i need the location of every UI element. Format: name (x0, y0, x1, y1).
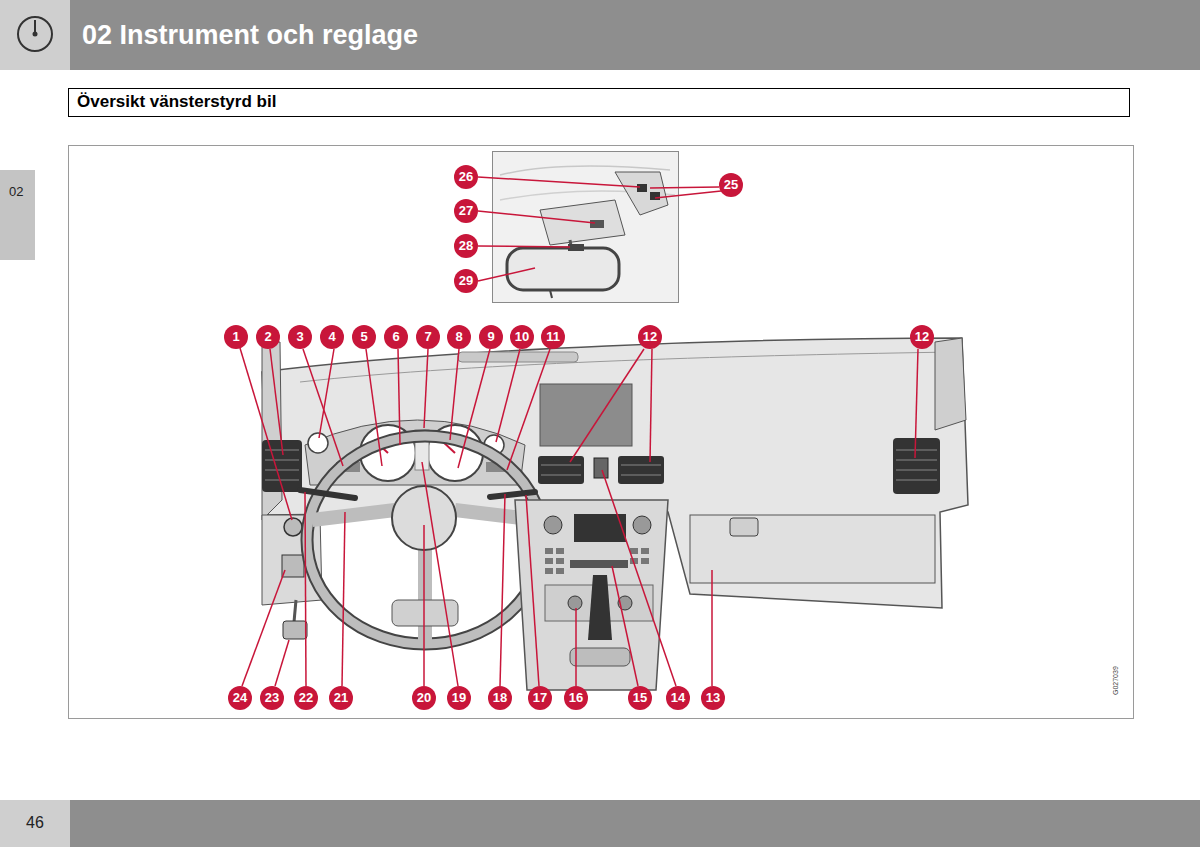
light-switch (284, 518, 302, 536)
callout-number: 27 (454, 199, 478, 223)
callout-number: 5 (352, 325, 376, 349)
callout-number: 23 (260, 686, 284, 710)
callout-number: 18 (488, 686, 512, 710)
gauge-hub (33, 32, 38, 37)
leader-lines (240, 177, 918, 686)
callout-number: 2 (256, 325, 280, 349)
inset-frame (493, 152, 679, 303)
callout-number: 21 (329, 686, 353, 710)
callout-number: 29 (454, 269, 478, 293)
mirror-wire (550, 290, 552, 298)
callout-number: 28 (454, 234, 478, 258)
rear-view-mirror (507, 248, 619, 290)
callout-number: 1 (224, 325, 248, 349)
callout-number: 11 (541, 325, 565, 349)
section-heading-box: Översikt vänsterstyrd bil (68, 88, 1130, 117)
chapter-tab: 02 (9, 184, 23, 199)
footer-tile (0, 800, 70, 847)
hood-release-panel (282, 555, 304, 577)
dashboard-body (262, 338, 968, 608)
callout-number: 22 (294, 686, 318, 710)
radio-knob (544, 516, 562, 534)
callout-number: 15 (628, 686, 652, 710)
callout-number: 20 (412, 686, 436, 710)
callout-number: 7 (416, 325, 440, 349)
gauge-icon (18, 17, 52, 51)
callout-number: 16 (564, 686, 588, 710)
side-tab (0, 170, 35, 260)
reading-lamp-button (650, 192, 660, 200)
right-stalk (490, 492, 535, 497)
pedal (283, 621, 307, 639)
glovebox (690, 515, 935, 583)
header-bar (0, 0, 1200, 70)
callout-number: 6 (384, 325, 408, 349)
header-icon-tile (0, 0, 70, 70)
callout-number: 3 (288, 325, 312, 349)
small-gauge (308, 433, 328, 453)
overhead-console (540, 200, 625, 245)
reading-lamp-button (637, 184, 647, 192)
callout-number: 10 (510, 325, 534, 349)
climate-knob (568, 596, 582, 610)
callout-number: 8 (447, 325, 471, 349)
storage-tray (570, 648, 630, 666)
callout-number: 14 (666, 686, 690, 710)
callout-number: 26 (454, 165, 478, 189)
glovebox-handle (730, 518, 758, 536)
left-stalk (300, 490, 355, 498)
roof-console (615, 172, 668, 215)
side-vent-right (893, 438, 940, 494)
callout-number: 9 (479, 325, 503, 349)
callout-number: 13 (701, 686, 725, 710)
center-vents (538, 456, 664, 484)
figure-code: G027039 (1112, 666, 1119, 695)
callout-number: 4 (320, 325, 344, 349)
page-number: 46 (26, 814, 44, 832)
footer-bar (0, 800, 1200, 847)
figure-frame (69, 146, 1134, 719)
callout-number: 25 (719, 173, 743, 197)
pedal-arm (294, 600, 296, 622)
callout-number: 17 (528, 686, 552, 710)
callout-number: 12 (910, 325, 934, 349)
console-button (590, 220, 604, 228)
mirror-switch (568, 244, 584, 251)
hazard-button (594, 458, 608, 478)
gear-selector (588, 575, 612, 640)
section-heading: Översikt vänsterstyrd bil (77, 92, 1121, 112)
callout-number: 12 (638, 325, 662, 349)
a-pillar (935, 338, 966, 430)
cd-slot (570, 560, 628, 568)
callout-number: 19 (447, 686, 471, 710)
callout-number: 24 (228, 686, 252, 710)
page-title: 02 Instrument och reglage (82, 20, 418, 51)
radio-knob (633, 516, 651, 534)
